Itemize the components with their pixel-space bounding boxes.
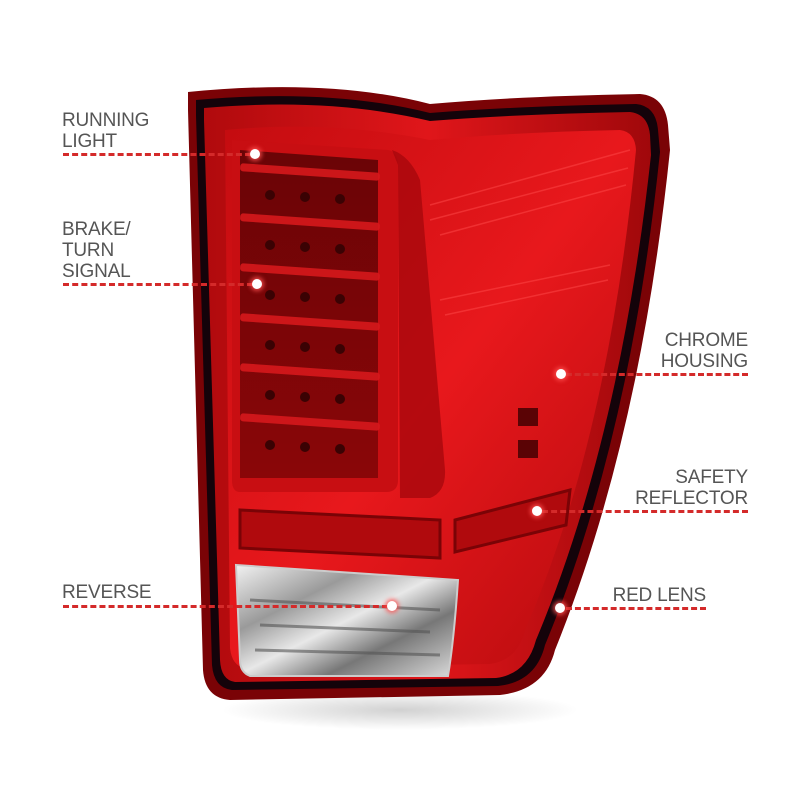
callout-line-reverse: [63, 605, 388, 608]
callout-label-running-light: RUNNING LIGHT: [62, 110, 150, 152]
callout-dot-safety-reflector: [532, 506, 542, 516]
callout-line-chrome-housing: [566, 373, 748, 376]
callout-dot-running-light: [250, 149, 260, 159]
callout-label-brake-turn-signal: BRAKE/ TURN SIGNAL: [62, 219, 131, 282]
callout-label-chrome-housing: CHROME HOUSING: [660, 330, 748, 372]
callout-dot-reverse: [387, 601, 397, 611]
callout-line-red-lens: [566, 607, 706, 610]
callout-label-safety-reflector: SAFETY REFLECTOR: [635, 467, 748, 509]
callout-dot-red-lens: [555, 603, 565, 613]
callout-line-running-light: [63, 153, 251, 156]
callout-line-safety-reflector: [542, 510, 748, 513]
callout-label-red-lens: RED LENS: [612, 585, 707, 606]
callout-label-reverse: REVERSE: [62, 582, 152, 603]
callout-dot-chrome-housing: [556, 369, 566, 379]
callout-line-brake-turn-signal: [63, 283, 253, 286]
callout-dot-brake-turn-signal: [252, 279, 262, 289]
